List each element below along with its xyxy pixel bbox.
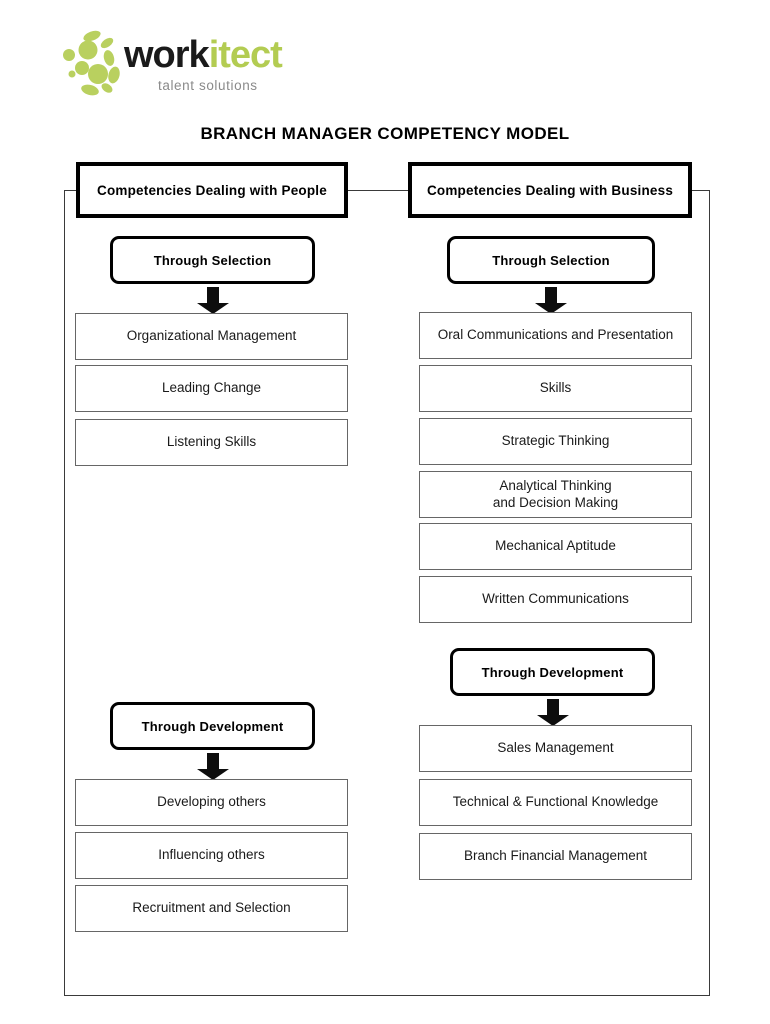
competency-item: Leading Change [75,365,348,412]
header-connector-line [64,190,710,191]
column-header-people: Competencies Dealing with People [76,162,348,218]
stage-business-selection: Through Selection [447,236,655,284]
down-block-arrow-icon [196,753,230,781]
competency-item: Organizational Management [75,313,348,360]
column-header-business: Competencies Dealing with Business [408,162,692,218]
competency-item: Sales Management [419,725,692,772]
competency-item: Branch Financial Management [419,833,692,880]
stage-people-development: Through Development [110,702,315,750]
down-block-arrow-icon [534,287,568,315]
competency-item: Influencing others [75,832,348,879]
down-block-arrow-icon [536,699,570,727]
competency-item: Written Communications [419,576,692,623]
competency-item: Oral Communications and Presentation [419,312,692,359]
competency-item: Mechanical Aptitude [419,523,692,570]
stage-people-selection: Through Selection [110,236,315,284]
brand-name-dark: work [124,34,210,76]
competency-item: Skills [419,365,692,412]
stage-business-development: Through Development [450,648,655,696]
brand-tagline: talent solutions [158,78,258,93]
competency-item: Strategic Thinking [419,418,692,465]
competency-item: Developing others [75,779,348,826]
competency-item: Analytical Thinking and Decision Making [419,471,692,518]
page-title: BRANCH MANAGER COMPETENCY MODEL [200,124,570,143]
competency-item: Recruitment and Selection [75,885,348,932]
brand-wordmark: workitect [124,34,283,76]
brand-logo: workitect talent solutions [62,30,292,102]
down-block-arrow-icon [196,287,230,315]
competency-item: Listening Skills [75,419,348,466]
circle-cluster-logo-icon [62,30,126,96]
brand-name-accent: itect [208,34,283,76]
competency-item: Technical & Functional Knowledge [419,779,692,826]
